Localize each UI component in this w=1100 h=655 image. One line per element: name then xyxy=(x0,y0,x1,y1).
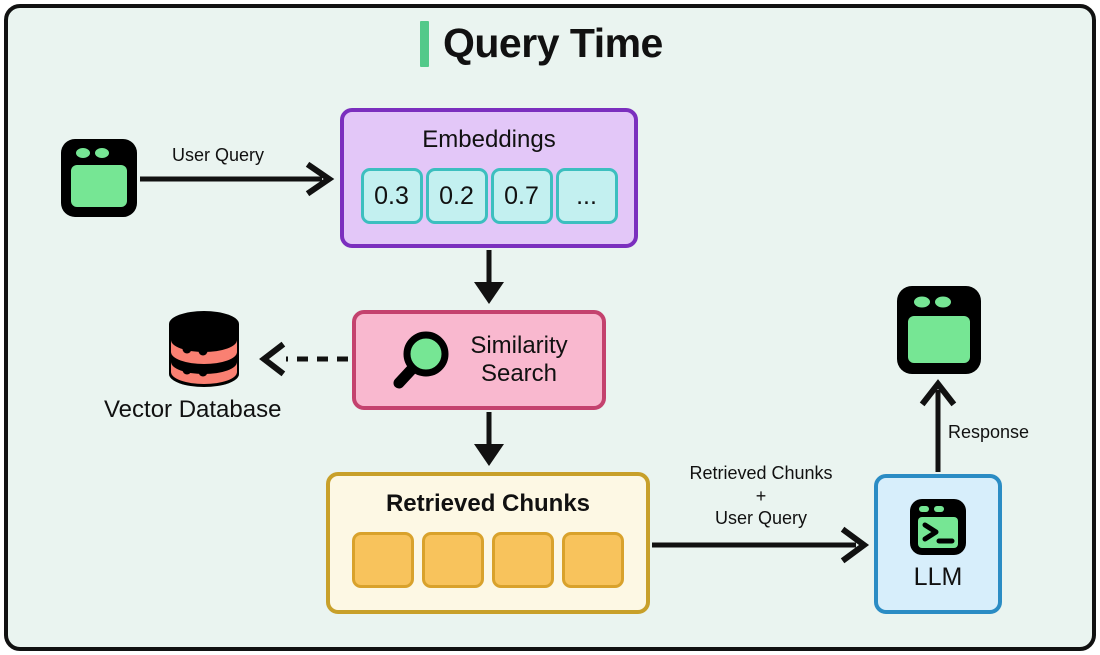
response-client-browser-window-icon[interactable] xyxy=(893,282,985,383)
vector-database-caption: Vector Database xyxy=(104,396,282,423)
edge-label-line-3: User Query xyxy=(714,508,808,528)
edge-label-line-2: + xyxy=(755,485,767,506)
embedding-chip-row: 0.3 0.2 0.7 ... xyxy=(360,168,618,224)
edge-label-line-1: Retrieved Chunks xyxy=(689,463,833,483)
embeddings-title: Embeddings xyxy=(422,126,556,153)
edge-label-retrieved-chunks-plus-query: Retrieved Chunks + User Query xyxy=(676,462,846,530)
vector-database-icon-wrap[interactable] xyxy=(163,308,245,395)
retrieved-chunk-row xyxy=(352,532,624,588)
database-icon xyxy=(169,311,239,387)
browser-window-icon xyxy=(897,286,981,374)
embedding-chip[interactable]: ... xyxy=(555,168,618,224)
magnifier-icon xyxy=(393,331,449,389)
similarity-search-line-1: Similarity xyxy=(470,331,568,359)
edge-label-user-query: User Query xyxy=(172,145,265,165)
embedding-chip[interactable]: 0.3 xyxy=(360,168,423,224)
node-embeddings[interactable]: Embeddings 0.3 0.2 0.7 ... xyxy=(340,108,638,248)
node-similarity-search[interactable]: Similarity Search xyxy=(352,310,606,410)
similarity-search-line-2: Search xyxy=(480,360,558,387)
retrieved-chunk-item[interactable] xyxy=(352,532,414,588)
node-llm[interactable]: LLM xyxy=(874,474,1002,614)
similarity-search-label: Similarity Search xyxy=(470,332,567,389)
browser-window-icon xyxy=(61,139,137,217)
retrieved-chunk-item[interactable] xyxy=(562,532,624,588)
embedding-chip[interactable]: 0.2 xyxy=(425,168,488,224)
page-title: Query Time xyxy=(420,20,663,67)
node-retrieved-chunks[interactable]: Retrieved Chunks xyxy=(326,472,650,614)
terminal-icon xyxy=(910,498,966,555)
retrieved-chunk-item[interactable] xyxy=(492,532,554,588)
retrieved-chunk-item[interactable] xyxy=(422,532,484,588)
title-accent-bar xyxy=(420,20,429,67)
user-client-browser-window-icon[interactable] xyxy=(57,135,141,226)
edge-label-response: Response xyxy=(948,422,1030,442)
retrieved-chunks-title: Retrieved Chunks xyxy=(385,490,591,517)
title-text: Query Time xyxy=(443,20,663,66)
embedding-chip[interactable]: 0.7 xyxy=(490,168,553,224)
llm-title: LLM xyxy=(913,562,963,591)
